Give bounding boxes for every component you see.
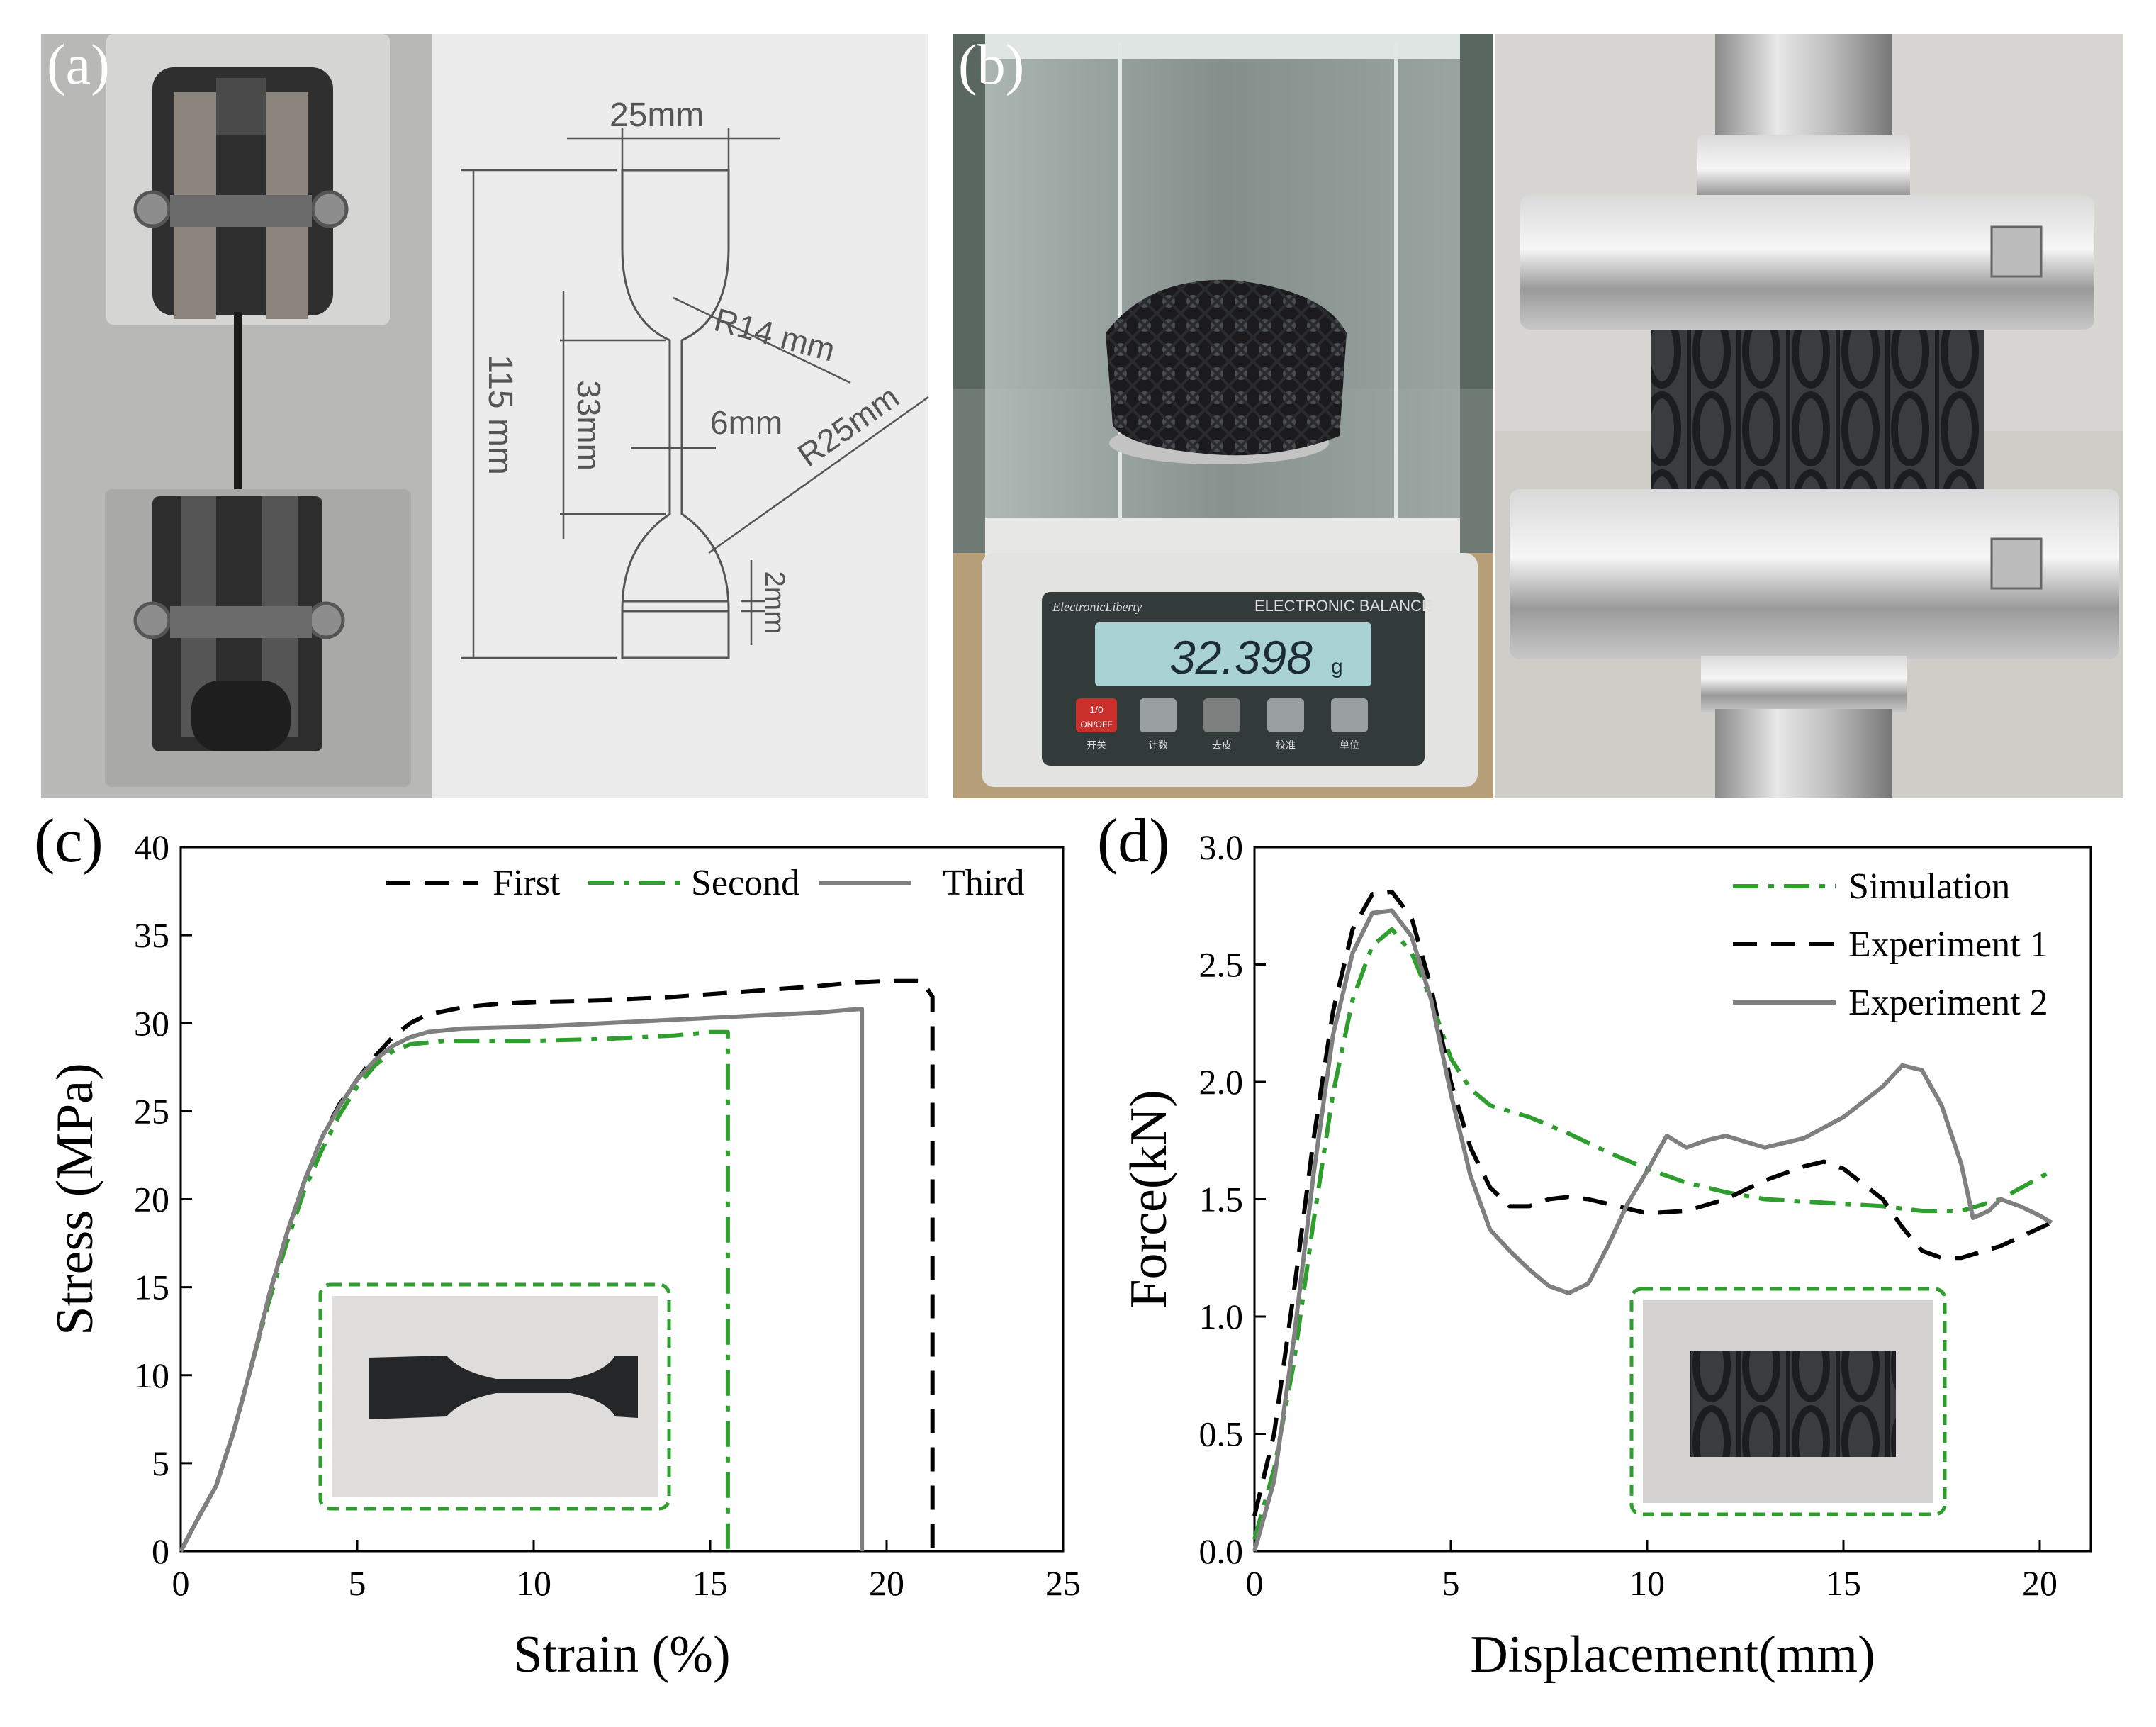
- y-tick-label: 0: [152, 1531, 169, 1571]
- panel-label-a: (a): [47, 34, 110, 96]
- y-tick-label: 2.0: [1199, 1062, 1244, 1102]
- dogbone-outline: [621, 169, 730, 659]
- balance-btn-label-1: 开关: [1087, 739, 1106, 751]
- balance-power-top: 1/0: [1089, 704, 1104, 715]
- y-tick-label: 35: [134, 915, 169, 955]
- legend-label-experiment-2: Experiment 2: [1848, 983, 2048, 1023]
- y-tick-label: 25: [134, 1091, 169, 1131]
- y-tick-label: 1.5: [1199, 1180, 1244, 1219]
- panel-label-d: (d): [1097, 807, 1170, 876]
- inset-photo-c: [318, 1282, 671, 1511]
- x-tick-label: 5: [349, 1563, 366, 1603]
- x-tick-label: 0: [1246, 1563, 1264, 1603]
- balance-btn-label-2: 计数: [1148, 739, 1168, 751]
- y-tick-label: 0.0: [1199, 1531, 1244, 1571]
- series-line-simulation: [1252, 927, 2053, 1541]
- legend-label-third: Third: [943, 863, 1025, 903]
- x-tick-label: 15: [692, 1563, 728, 1603]
- x-tick-label: 15: [1826, 1563, 1861, 1603]
- legend-label-experiment-1: Experiment 1: [1848, 924, 2048, 965]
- y-tick-label: 10: [134, 1356, 169, 1395]
- balance-title: ELECTRONIC BALANCE: [1254, 597, 1432, 615]
- x-axis-label: Strain (%): [513, 1626, 730, 1684]
- dim-total-length: 115 mm: [481, 354, 519, 475]
- balance-btn-label-3: 去皮: [1212, 739, 1232, 751]
- y-tick-label: 30: [134, 1003, 169, 1043]
- balance-brand: ElectronicLiberty: [1052, 600, 1142, 614]
- x-tick-label: 20: [2022, 1563, 2057, 1603]
- x-axis-label: Displacement(mm): [1470, 1626, 1875, 1684]
- x-tick-label: 10: [1629, 1563, 1665, 1603]
- balance-unit: g: [1331, 655, 1343, 678]
- legend-label-simulation: Simulation: [1848, 866, 2010, 907]
- series-line-third: [179, 1007, 865, 1553]
- dim-neck-width: 6mm: [710, 404, 782, 441]
- lattice-specimen-compressed: [1651, 330, 1984, 500]
- specimen-drawing: [432, 34, 928, 798]
- y-tick-label: 15: [134, 1268, 169, 1307]
- y-tick-label: 5: [152, 1443, 169, 1483]
- panel-label-b: (b): [958, 34, 1024, 96]
- x-tick-label: 0: [172, 1563, 190, 1603]
- y-axis-label: Stress (MPa): [46, 1063, 104, 1335]
- upper-platen: [1520, 195, 2094, 330]
- x-tick-label: 25: [1045, 1563, 1081, 1603]
- lattice-sample: [1106, 279, 1347, 456]
- x-tick-label: 10: [516, 1563, 551, 1603]
- x-tick-label: 20: [869, 1563, 904, 1603]
- balance-btn-label-5: 单位: [1340, 739, 1359, 751]
- panel-b: ElectronicLiberty ELECTRONIC BALANCE 32.…: [953, 34, 2123, 798]
- balance-buttons: [1140, 698, 1368, 732]
- balance-reading: 32.398: [1169, 631, 1313, 683]
- x-tick-label: 5: [1442, 1563, 1459, 1603]
- dim-width-top: 25mm: [610, 96, 704, 134]
- panel-label-c: (c): [34, 807, 103, 876]
- series-line-first: [179, 978, 935, 1553]
- dogbone-specimen-photo: [369, 1356, 638, 1419]
- inset-photo-d: [1629, 1287, 1947, 1516]
- dim-gauge-length: 33mm: [571, 380, 607, 471]
- y-tick-label: 40: [134, 827, 169, 867]
- legend-label-first: First: [493, 863, 561, 903]
- balance-power-button: [1076, 698, 1117, 732]
- y-axis-label: Force(kN): [1120, 1090, 1178, 1308]
- y-tick-label: 2.5: [1199, 945, 1244, 985]
- y-tick-label: 0.5: [1199, 1414, 1244, 1454]
- lattice-specimen-photo: [1690, 1351, 1896, 1457]
- dim-thickness: 2mm: [759, 571, 790, 635]
- series-line-experiment-2: [1252, 908, 2053, 1552]
- y-tick-label: 3.0: [1199, 827, 1244, 867]
- legend-label-second: Second: [691, 863, 799, 903]
- balance-btn-label-4: 校准: [1276, 739, 1296, 751]
- dimension-lines: [461, 128, 929, 659]
- chart-force-displacement: (d) 0 5 10 15 20 0.0 0.5 1.0 1.5 2.0 2.5 3.0Displac…: [1097, 807, 2092, 1684]
- specimen-strip: [234, 312, 242, 496]
- panel-a: 25mm 115 mm 33mm 6mm R14 mm R25mm 2mm (a…: [41, 34, 929, 798]
- lower-platen: [1510, 489, 2119, 659]
- balance-power-bottom: ON/OFF: [1080, 720, 1112, 730]
- balance-lcd: [1095, 622, 1371, 686]
- series-line-experiment-1: [1252, 889, 2053, 1516]
- y-tick-label: 1.0: [1199, 1297, 1244, 1336]
- y-tick-label: 20: [134, 1180, 169, 1219]
